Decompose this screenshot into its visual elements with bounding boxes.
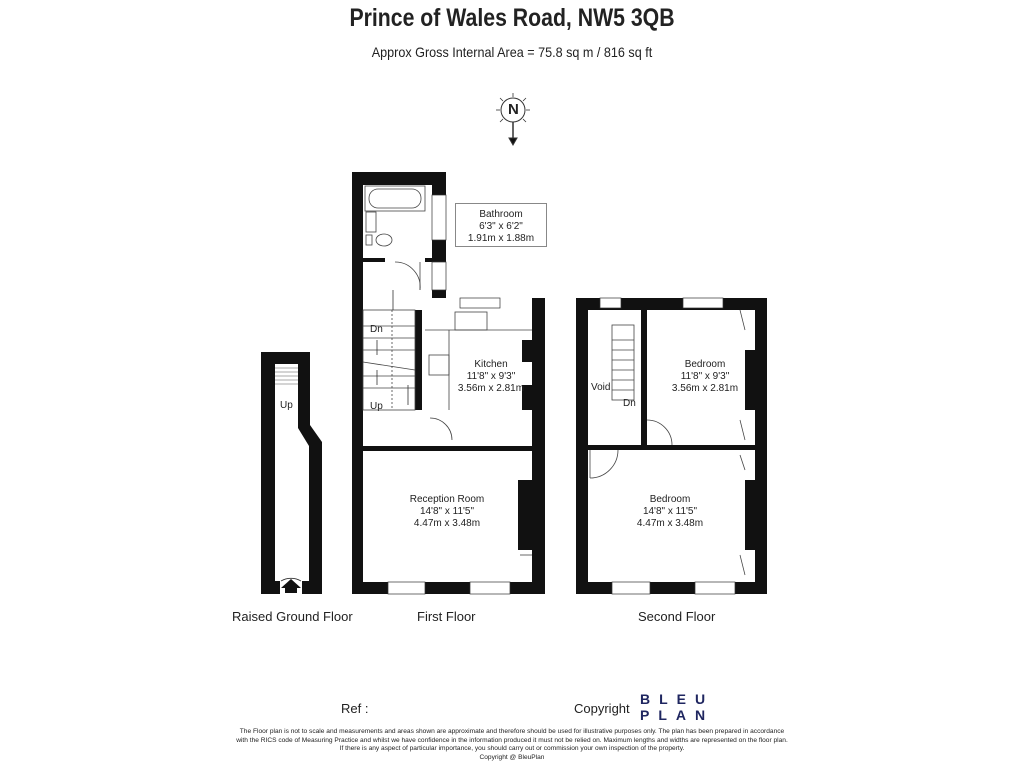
room-size-metric: 3.56m x 2.81m — [671, 383, 739, 394]
reference-label: Ref : — [341, 701, 369, 716]
room-size-imperial: 6'3" x 6'2" — [479, 221, 523, 232]
logo-line: BLEU — [640, 691, 715, 707]
stair-label-down: Dn — [623, 398, 636, 409]
floor-label-first: First Floor — [417, 609, 476, 624]
disclaimer-line: If there is any aspect of particular imp… — [339, 745, 685, 753]
raised-ground-floor-plan — [261, 352, 322, 595]
room-size-metric: 3.56m x 2.81m — [457, 383, 525, 394]
void-label: Void — [591, 382, 611, 393]
room-size-imperial: 14'8" x 11'5" — [642, 506, 698, 517]
floor-label-second: Second Floor — [638, 609, 716, 624]
room-name: Reception Room — [409, 494, 485, 505]
bedroom-label: Bedroom 14'8" x 11'5" 4.47m x 3.48m — [620, 494, 720, 530]
compass-label: N — [508, 101, 519, 118]
bedroom-label: Bedroom 11'8" x 9'3" 3.56m x 2.81m — [655, 359, 755, 395]
north-arrow-icon — [496, 93, 530, 147]
room-size-imperial: 14'8" x 11'5" — [419, 506, 475, 517]
disclaimer: The Floor plan is not to scale and measu… — [0, 728, 1024, 762]
bathroom-label-box: Bathroom 6'3" x 6'2" 1.91m x 1.88m — [455, 203, 547, 247]
reception-room-label: Reception Room 14'8" x 11'5" 4.47m x 3.4… — [392, 494, 502, 530]
stair-label-up: Up — [370, 401, 383, 412]
logo-line: PLAN — [640, 707, 715, 723]
room-size-imperial: 11'8" x 9'3" — [466, 371, 516, 382]
stair-label-up: Up — [280, 400, 293, 411]
room-name: Kitchen — [474, 359, 508, 370]
room-size-metric: 4.47m x 3.48m — [413, 518, 481, 529]
first-floor-plan — [352, 172, 545, 595]
bleuplan-logo: BLEU PLAN — [640, 691, 714, 723]
stair-label-down: Dn — [370, 324, 383, 335]
room-name: Bedroom — [684, 359, 726, 370]
entrance-arrow-icon — [281, 579, 301, 593]
second-floor-plan — [576, 297, 767, 595]
disclaimer-line: The Floor plan is not to scale and measu… — [239, 728, 785, 735]
copyright-label: Copyright — [574, 701, 630, 716]
room-size-imperial: 11'8" x 9'3" — [680, 371, 730, 382]
kitchen-label: Kitchen 11'8" x 9'3" 3.56m x 2.81m — [441, 359, 541, 395]
room-size-metric: 1.91m x 1.88m — [467, 233, 535, 244]
room-name: Bedroom — [649, 494, 691, 505]
room-size-metric: 4.47m x 3.48m — [636, 518, 704, 529]
disclaimer-line: Copyright @ BleuPlan — [479, 753, 545, 761]
room-name: Bathroom — [479, 209, 523, 220]
plan-title: Prince of Wales Road, NW5 3QB — [349, 4, 675, 32]
gross-area: Approx Gross Internal Area = 75.8 sq m /… — [371, 44, 653, 60]
disclaimer-line: with the RICS code of Measuring Practice… — [236, 736, 788, 744]
floor-label-raised-ground: Raised Ground Floor — [232, 609, 353, 624]
